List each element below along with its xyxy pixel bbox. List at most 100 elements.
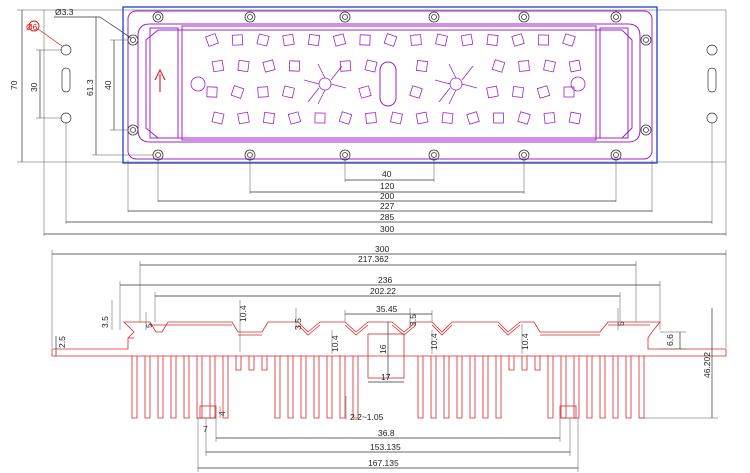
lens-element	[543, 59, 556, 73]
left-hole-bottom	[60, 112, 72, 124]
heatsink-fin	[274, 356, 281, 419]
lens-element	[231, 34, 244, 46]
label-fin-pitch: 2.2~1.05	[350, 412, 384, 422]
dim-70-label: 70	[9, 80, 19, 90]
label-3-5-r: 3.5	[408, 314, 418, 326]
lens-element	[332, 33, 347, 47]
heatsink-fin	[625, 356, 632, 419]
label-10-4-m: 10.4	[330, 335, 340, 352]
label-153: 153.135	[370, 442, 401, 452]
lens-element	[359, 34, 371, 46]
label-16: 16	[378, 344, 388, 354]
lens-element	[460, 33, 474, 47]
lens-element	[287, 111, 302, 125]
lens-element	[257, 86, 269, 98]
lens-element	[365, 112, 377, 124]
label-4: 4	[217, 411, 227, 416]
lens-element	[288, 60, 301, 72]
dim-227-label: 227	[380, 201, 394, 211]
lens-element	[486, 33, 499, 47]
lens-element	[536, 85, 551, 99]
lens-element	[205, 33, 219, 47]
label-5-l: 5	[144, 323, 154, 328]
lens-element	[262, 59, 276, 73]
label-167: 167.135	[368, 458, 399, 468]
dim-3545-label: 35.45	[376, 304, 398, 314]
heatsink-fin	[482, 356, 489, 419]
lens-element	[491, 59, 506, 73]
cross-feature-right	[434, 63, 478, 105]
lens-element	[410, 34, 422, 46]
dim-236-label: 236	[378, 275, 392, 285]
body-frame	[122, 6, 658, 164]
heatsink-fin	[638, 356, 645, 419]
heatsink-fin	[430, 356, 437, 419]
label-6-6: 6.6	[665, 334, 675, 346]
label-36-8: 36.8	[378, 428, 395, 438]
lens-inner-outline	[137, 23, 641, 143]
label-3-5-l: 3.5	[100, 316, 110, 328]
heatsink-top-inner	[128, 324, 650, 339]
heatsink-fin	[248, 356, 255, 371]
lens-element	[282, 33, 295, 47]
right-foot	[559, 405, 577, 419]
phi33-label: Ø3.3	[55, 7, 74, 17]
heatsink-fin	[560, 356, 567, 419]
right-hole-top	[706, 44, 718, 56]
heatsink-fin	[209, 356, 216, 419]
label-10-4-r: 10.4	[429, 333, 439, 350]
heatsink-fin	[586, 356, 593, 419]
lens-round-element	[190, 76, 206, 92]
dim-202-label: 202.22	[370, 286, 396, 296]
heatsink-fin	[261, 356, 268, 371]
heatsink-fin	[326, 356, 333, 419]
heatsink-fin	[131, 356, 138, 419]
label-7: 7	[203, 424, 208, 434]
lens-element	[307, 33, 321, 47]
dim-30-label: 30	[29, 82, 39, 92]
lens-element	[568, 111, 582, 125]
lens-element	[256, 33, 270, 47]
heatsink-fin	[313, 356, 320, 419]
heatsink-fin	[443, 356, 450, 419]
lens-element	[230, 85, 245, 99]
horizontal-dims: 40 120 200 227 285 300	[43, 122, 727, 236]
dim-300b-label: 300	[375, 244, 389, 254]
label-10-4-rr: 10.4	[520, 333, 530, 350]
right-hole-bottom	[706, 112, 718, 124]
lens-element	[563, 86, 575, 98]
lens-element	[282, 85, 295, 99]
lens-element	[568, 59, 582, 73]
lens-element	[543, 112, 556, 124]
lens-element	[383, 33, 398, 47]
dim-40v-label: 40	[103, 80, 113, 90]
lens-element	[466, 111, 480, 125]
lens-element	[211, 59, 225, 73]
dim-613-label: 61.3	[85, 79, 95, 96]
heatsink-top-profile	[52, 321, 726, 350]
heatsink-fin	[339, 356, 346, 419]
label-5-r: 5	[616, 321, 626, 326]
lens-element	[358, 85, 372, 99]
heatsink-fin	[196, 356, 203, 419]
cross-feature-left	[303, 63, 347, 105]
top-view: Ø6 Ø3.3 70 30 61.3 40 40 120	[9, 6, 727, 236]
heatsink-fin	[157, 356, 164, 419]
dim-285-label: 285	[380, 212, 394, 222]
left-slot	[61, 67, 71, 93]
lens-outer-outline	[127, 10, 653, 160]
heatsink-fin	[547, 356, 554, 419]
dim-40h-label: 40	[382, 169, 392, 179]
lens-element	[518, 60, 530, 72]
lens-element	[262, 111, 276, 125]
lens-element	[338, 111, 353, 125]
lens-element	[237, 59, 250, 73]
dim-200-label: 200	[380, 191, 394, 201]
lens-element	[486, 85, 499, 99]
left-window	[149, 27, 179, 139]
lens-element	[441, 112, 454, 124]
heatsink-fin	[599, 356, 606, 419]
heatsink-fin	[183, 356, 190, 419]
lens-element	[390, 111, 403, 125]
heatsink-fin	[612, 356, 619, 419]
